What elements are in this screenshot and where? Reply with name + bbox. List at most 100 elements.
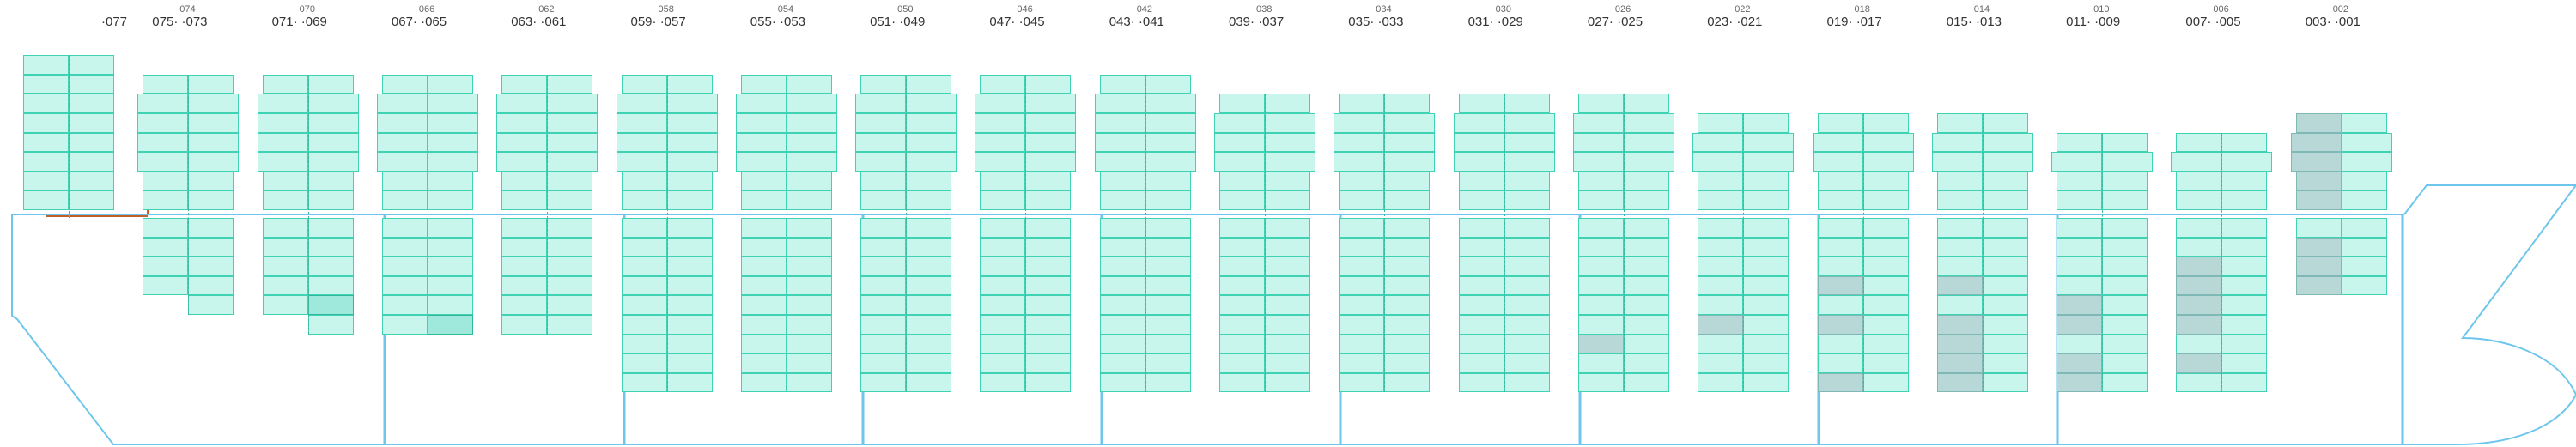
bay-077-deck-slot[interactable] <box>23 94 69 113</box>
bay-039-037-deck-slot[interactable] <box>1214 152 1265 172</box>
bay-031-029-deck-slot[interactable] <box>1504 113 1555 133</box>
bay-027-025-deck-slot[interactable] <box>1623 132 1674 153</box>
bay-055-053-deck-slot[interactable] <box>735 113 787 133</box>
bay-071-069-hold-slot[interactable] <box>307 295 354 315</box>
bay-027-025-hold-slot[interactable] <box>1623 237 1669 257</box>
bay-071-069-deck-slot[interactable] <box>307 94 359 113</box>
bay-007-005-hold-slot[interactable] <box>2176 275 2222 296</box>
bay-031-029-hold-slot[interactable] <box>1504 315 1550 335</box>
bay-051-049-deck-slot[interactable] <box>906 152 957 172</box>
bay-023-021-deck-slot[interactable] <box>1743 152 1795 172</box>
bay-019-017-hold-slot[interactable] <box>1817 275 1863 296</box>
bay-071-069-hold-slot[interactable] <box>307 218 354 238</box>
bay-063-061-deck-slot[interactable] <box>501 74 548 94</box>
bay-075-073-hold-slot[interactable] <box>188 295 234 315</box>
bay-007-005-hold-slot[interactable] <box>2221 275 2268 296</box>
bay-011-009-hold-slot[interactable] <box>2057 315 2103 335</box>
bay-015-013-deck-slot[interactable] <box>1982 152 2033 172</box>
bay-007-005-hold-slot[interactable] <box>2221 315 2268 335</box>
bay-011-009-hold-slot[interactable] <box>2102 218 2148 238</box>
bay-031-029-deck-slot[interactable] <box>1504 152 1555 172</box>
bay-063-061-hold-slot[interactable] <box>547 275 593 296</box>
bay-035-033-deck-slot[interactable] <box>1339 171 1385 191</box>
bay-007-005-hold-slot[interactable] <box>2176 237 2222 257</box>
bay-039-037-hold-slot[interactable] <box>1219 257 1265 276</box>
bay-071-069-deck-slot[interactable] <box>307 74 354 94</box>
bay-075-073-deck-slot[interactable] <box>137 113 189 133</box>
bay-047-045-hold-slot[interactable] <box>980 257 1026 276</box>
bay-011-009-deck-slot[interactable] <box>2102 190 2148 210</box>
bay-075-073-deck-slot[interactable] <box>188 171 234 191</box>
bay-039-037-deck-slot[interactable] <box>1265 190 1310 210</box>
bay-047-045-hold-slot[interactable] <box>980 218 1026 238</box>
bay-067-065-deck-slot[interactable] <box>427 190 473 210</box>
bay-031-029-hold-slot[interactable] <box>1504 295 1550 315</box>
bay-071-069-deck-slot[interactable] <box>257 113 308 133</box>
bay-059-057-hold-slot[interactable] <box>621 372 667 393</box>
bay-011-009-deck-slot[interactable] <box>2057 171 2103 191</box>
bay-019-017-deck-slot[interactable] <box>1817 171 1863 191</box>
bay-015-013-hold-slot[interactable] <box>1982 372 2028 393</box>
bay-015-013-hold-slot[interactable] <box>1936 218 1983 238</box>
bay-047-045-hold-slot[interactable] <box>1025 237 1072 257</box>
bay-015-013-hold-slot[interactable] <box>1982 257 2028 276</box>
bay-015-013-hold-slot[interactable] <box>1982 353 2028 373</box>
bay-031-029-hold-slot[interactable] <box>1458 353 1504 373</box>
bay-031-029-hold-slot[interactable] <box>1504 257 1550 276</box>
bay-051-049-deck-slot[interactable] <box>855 152 907 172</box>
bay-043-041-deck-slot[interactable] <box>1145 171 1191 191</box>
bay-059-057-deck-slot[interactable] <box>666 152 718 172</box>
bay-003-001-hold-slot[interactable] <box>2341 257 2387 276</box>
bay-027-025-hold-slot[interactable] <box>1623 257 1669 276</box>
bay-059-057-deck-slot[interactable] <box>666 94 718 113</box>
bay-043-041-hold-slot[interactable] <box>1099 295 1145 315</box>
bay-051-049-hold-slot[interactable] <box>906 295 952 315</box>
bay-039-037-hold-slot[interactable] <box>1265 334 1310 354</box>
bay-055-053-hold-slot[interactable] <box>786 353 832 373</box>
bay-075-073-hold-slot[interactable] <box>188 257 234 276</box>
bay-015-013-hold-slot[interactable] <box>1936 275 1983 296</box>
bay-027-025-hold-slot[interactable] <box>1623 315 1669 335</box>
bay-007-005-hold-slot[interactable] <box>2176 315 2222 335</box>
bay-023-021-hold-slot[interactable] <box>1743 295 1789 315</box>
bay-063-061-hold-slot[interactable] <box>501 275 548 296</box>
bay-011-009-hold-slot[interactable] <box>2102 237 2148 257</box>
bay-011-009-hold-slot[interactable] <box>2057 237 2103 257</box>
bay-031-029-hold-slot[interactable] <box>1458 218 1504 238</box>
bay-075-073-deck-slot[interactable] <box>188 94 240 113</box>
bay-019-017-hold-slot[interactable] <box>1862 295 1909 315</box>
bay-059-057-deck-slot[interactable] <box>666 190 713 210</box>
bay-077-deck-slot[interactable] <box>23 190 69 210</box>
bay-015-013-deck-slot[interactable] <box>1936 171 1983 191</box>
bay-075-073-hold-slot[interactable] <box>143 237 189 257</box>
bay-047-045-deck-slot[interactable] <box>1025 152 1077 172</box>
bay-043-041-hold-slot[interactable] <box>1145 275 1191 296</box>
bay-027-025-hold-slot[interactable] <box>1577 275 1624 296</box>
bay-027-025-deck-slot[interactable] <box>1623 190 1669 210</box>
bay-007-005-hold-slot[interactable] <box>2176 295 2222 315</box>
bay-003-001-hold-slot[interactable] <box>2295 237 2342 257</box>
bay-043-041-deck-slot[interactable] <box>1099 171 1145 191</box>
bay-067-065-hold-slot[interactable] <box>427 295 473 315</box>
bay-011-009-hold-slot[interactable] <box>2102 334 2148 354</box>
bay-039-037-deck-slot[interactable] <box>1265 94 1310 113</box>
bay-027-025-deck-slot[interactable] <box>1572 113 1624 133</box>
bay-027-025-hold-slot[interactable] <box>1623 353 1669 373</box>
bay-059-057-deck-slot[interactable] <box>616 132 667 153</box>
bay-023-021-hold-slot[interactable] <box>1743 275 1789 296</box>
bay-063-061-hold-slot[interactable] <box>547 218 593 238</box>
bay-015-013-deck-slot[interactable] <box>1936 190 1983 210</box>
bay-039-037-hold-slot[interactable] <box>1219 275 1265 296</box>
bay-055-053-deck-slot[interactable] <box>735 94 787 113</box>
bay-027-025-deck-slot[interactable] <box>1577 171 1624 191</box>
bay-063-061-deck-slot[interactable] <box>547 152 598 172</box>
bay-077-deck-slot[interactable] <box>69 152 114 172</box>
bay-039-037-hold-slot[interactable] <box>1219 295 1265 315</box>
bay-043-041-deck-slot[interactable] <box>1145 152 1196 172</box>
bay-059-057-deck-slot[interactable] <box>616 113 667 133</box>
bay-031-029-hold-slot[interactable] <box>1458 315 1504 335</box>
bay-023-021-deck-slot[interactable] <box>1692 152 1744 172</box>
bay-023-021-hold-slot[interactable] <box>1743 257 1789 276</box>
bay-055-053-deck-slot[interactable] <box>786 74 832 94</box>
bay-063-061-hold-slot[interactable] <box>547 315 593 335</box>
